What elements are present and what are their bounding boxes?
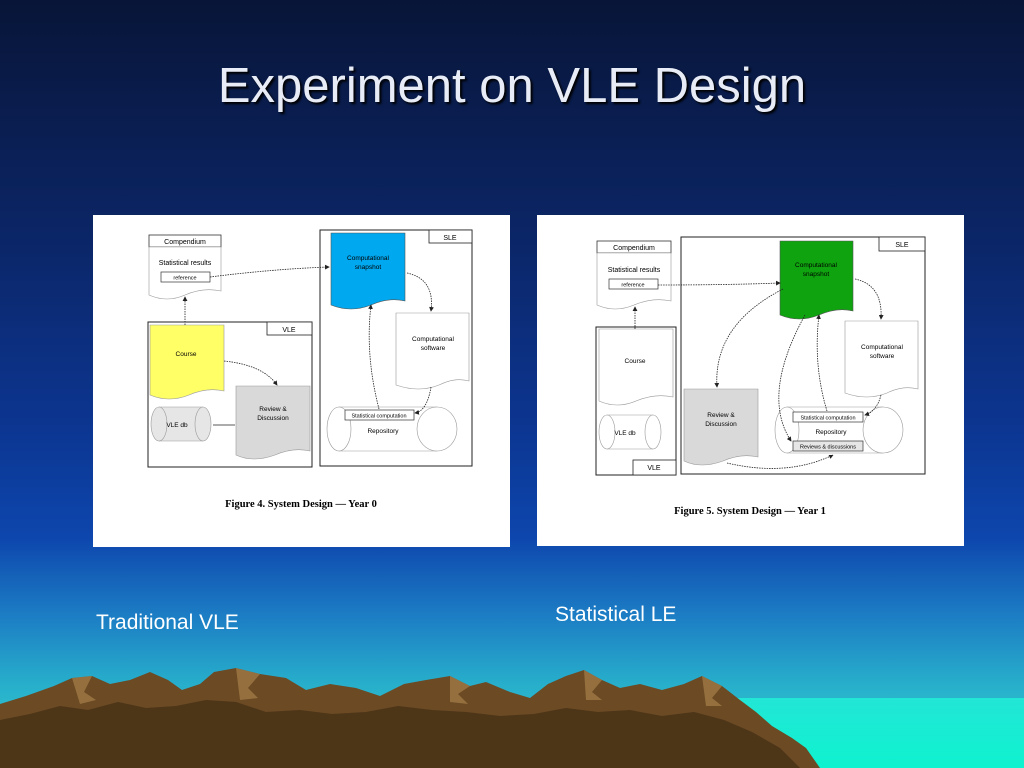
vle-db-label: VLE db <box>166 422 188 429</box>
figure-year-1: Compendium Statistical results reference… <box>537 215 964 546</box>
statistical-computation-box <box>792 411 864 423</box>
system-design-year-1-diagram: Compendium Statistical results reference… <box>595 236 926 517</box>
vle-tag <box>632 459 677 476</box>
software-line-2: software <box>870 353 895 360</box>
compendium-label: Compendium <box>613 245 655 252</box>
figure-5-caption: Figure 5. System Design — Year 1 <box>674 506 826 517</box>
vle-label: VLE <box>647 465 661 472</box>
review-discussion-document <box>235 385 311 460</box>
sle-container <box>680 236 926 475</box>
arrow-repository-to-snapshot <box>816 314 828 412</box>
review-line-1: Review & <box>259 406 287 413</box>
arrow-reference-to-snapshot <box>657 280 781 286</box>
computational-snapshot <box>330 232 406 310</box>
statistical-results-label: Statistical results <box>608 267 661 274</box>
reference-label: reference <box>621 283 644 289</box>
course-label: Course <box>625 358 646 365</box>
review-discussion-document <box>683 388 759 466</box>
computational-snapshot <box>779 240 854 320</box>
reference-label: reference <box>173 276 196 282</box>
traditional-vle-label: Traditional VLE <box>96 611 239 634</box>
statistical-computation-box <box>344 409 415 421</box>
software-line-1: Computational <box>861 344 903 351</box>
vle-label: VLE <box>282 327 296 334</box>
statistical-results-label: Statistical results <box>159 260 212 267</box>
arrow-repository-to-snapshot <box>368 304 380 410</box>
arrow-software-to-repository <box>864 394 882 417</box>
review-line-2: Discussion <box>705 421 737 428</box>
system-design-year-0-diagram: Compendium Statistical results reference… <box>147 229 473 510</box>
vle-db-label: VLE db <box>614 430 636 437</box>
vle-tag <box>266 321 313 336</box>
course-document <box>598 328 674 406</box>
slide-title: Experiment on VLE Design <box>217 59 807 113</box>
sle-tag <box>428 229 473 244</box>
repository-label: Repository <box>815 429 847 436</box>
figure-year-0: Compendium Statistical results reference… <box>93 215 510 547</box>
vle-db-left-cap <box>598 414 616 450</box>
review-line-1: Review & <box>707 412 735 419</box>
sle-tag <box>878 236 926 252</box>
vle-container <box>147 321 313 468</box>
snapshot-line-2: snapshot <box>803 271 830 278</box>
computational-software <box>844 320 919 398</box>
arrow-snapshot-to-software <box>854 278 884 320</box>
course-label: Course <box>176 351 197 358</box>
vle-db-right-cap <box>194 406 212 442</box>
statistical-computation-label: Statistical computation <box>351 414 406 420</box>
review-line-2: Discussion <box>257 415 289 422</box>
sle-container <box>319 229 473 467</box>
arrow-course-to-review <box>223 360 278 386</box>
vle-db-right-cap <box>644 414 662 450</box>
computational-software <box>395 312 470 390</box>
statistical-computation-label: Statistical computation <box>800 416 855 422</box>
arrow-software-to-repository <box>414 386 432 415</box>
software-line-1: Computational <box>412 336 454 343</box>
mountain-highlights <box>72 668 722 706</box>
course-document <box>149 324 225 400</box>
mountain-landscape <box>0 668 1024 768</box>
arrow-snapshot-to-review <box>714 288 784 388</box>
sle-label: SLE <box>895 242 909 249</box>
mountain-shadow <box>0 700 800 768</box>
reference-box <box>608 278 659 290</box>
software-line-2: software <box>421 345 446 352</box>
statistical-le-label: Statistical LE <box>555 603 677 626</box>
arrow-snapshot-to-reviews <box>778 314 806 442</box>
arrow-reference-to-snapshot <box>209 264 330 278</box>
arrow-snapshot-to-software <box>406 272 434 312</box>
repository-label: Repository <box>367 428 399 435</box>
snapshot-line-2: snapshot <box>355 264 382 271</box>
vle-db-left-cap <box>150 406 168 442</box>
sle-label: SLE <box>443 235 457 242</box>
repository-right-cap <box>862 406 904 454</box>
reviews-discussions-label: Reviews & discussions <box>800 445 856 451</box>
figure-4-caption: Figure 4. System Design — Year 0 <box>225 499 377 510</box>
repository-right-cap <box>416 406 458 452</box>
reviews-discussions-box <box>792 440 864 452</box>
arrow-review-to-repository <box>726 454 834 469</box>
snapshot-line-1: Computational <box>347 255 389 262</box>
compendium-label: Compendium <box>164 239 206 246</box>
snapshot-line-1: Computational <box>795 262 837 269</box>
